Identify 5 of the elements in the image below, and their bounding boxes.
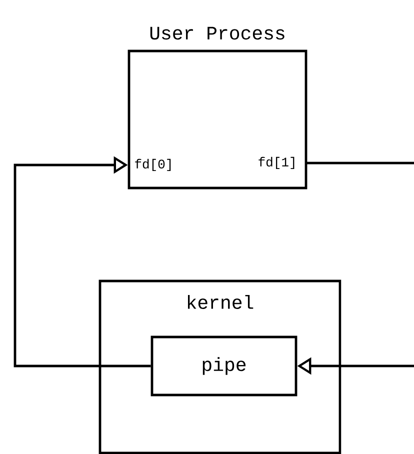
- port-label: fd[1]: [258, 156, 294, 170]
- port-label: fd[0]: [135, 158, 171, 172]
- node-label: User Process: [150, 26, 284, 40]
- arrow: [14, 156, 151, 368]
- pipe-box: pipe: [150, 336, 298, 396]
